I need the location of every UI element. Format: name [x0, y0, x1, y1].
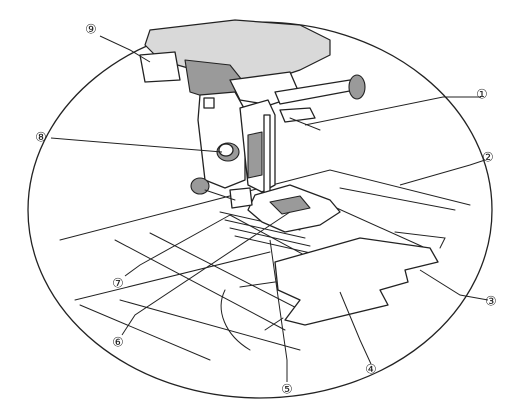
- callout-7: ⑦: [112, 277, 124, 292]
- thread-guide: [274, 74, 366, 131]
- svg-text:⑥: ⑥: [112, 336, 124, 351]
- bobbin-cover: [220, 231, 446, 351]
- callout-3: ③: [485, 295, 497, 310]
- callout-2: ②: [482, 151, 494, 166]
- leader-lines: [50, 35, 489, 382]
- svg-text:⑨: ⑨: [85, 23, 97, 38]
- svg-text:⑦: ⑦: [112, 277, 124, 292]
- presser-foot: [190, 177, 341, 233]
- callout-5: ⑤: [281, 383, 293, 398]
- svg-text:⑤: ⑤: [281, 383, 293, 398]
- svg-text:⑧: ⑧: [35, 131, 47, 146]
- callout-9: ⑨: [85, 23, 97, 38]
- svg-text:①: ①: [476, 88, 488, 103]
- svg-text:④: ④: [365, 363, 377, 378]
- callout-6: ⑥: [112, 336, 124, 351]
- machine-arm: [139, 19, 331, 106]
- callout-8: ⑧: [35, 131, 47, 146]
- callout-4: ④: [365, 363, 377, 378]
- svg-text:③: ③: [485, 295, 497, 310]
- svg-text:②: ②: [482, 151, 494, 166]
- callout-1: ①: [476, 88, 488, 103]
